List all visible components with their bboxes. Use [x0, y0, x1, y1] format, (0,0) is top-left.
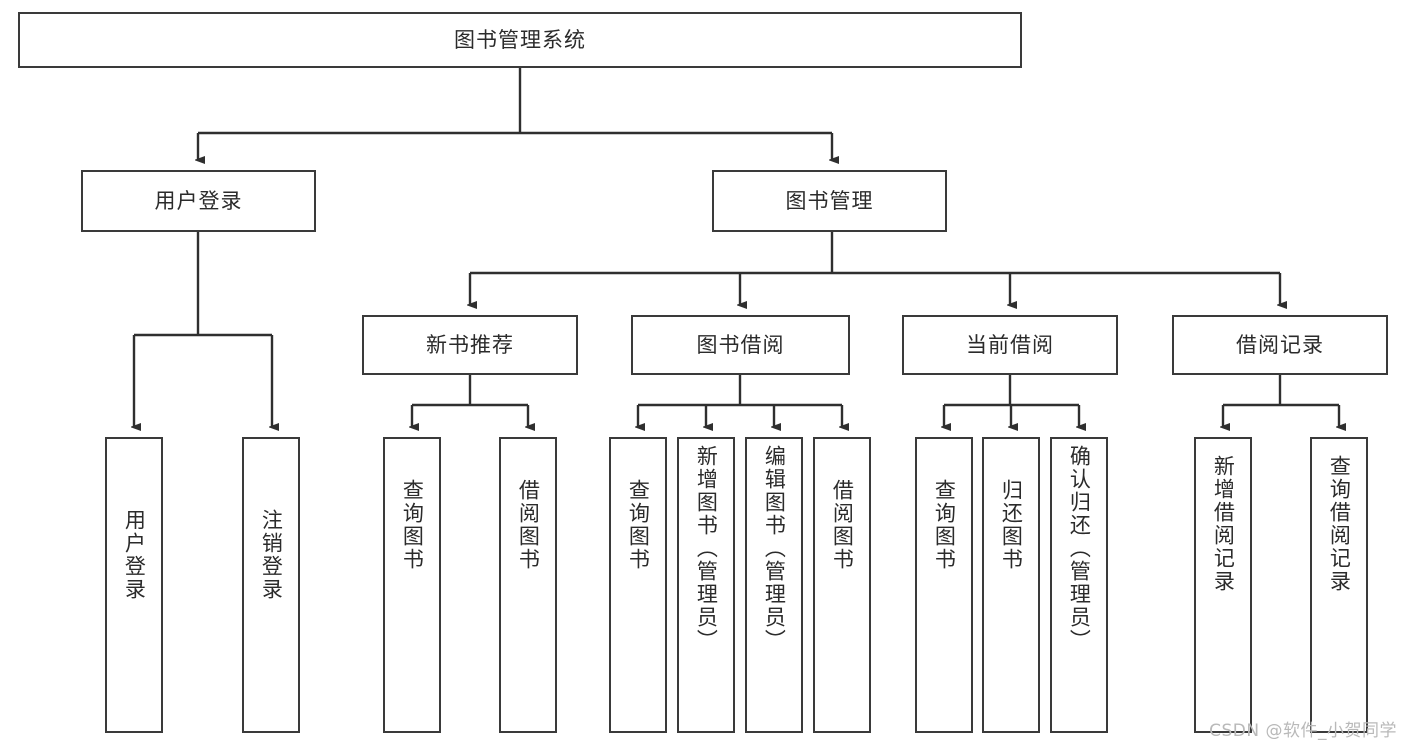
leaf-borrow-book-1[interactable]: 借阅图书 — [499, 437, 557, 733]
leaf-add-book-admin-label: 新增图书（管理员） — [694, 445, 719, 652]
leaf-add-borrow-record-label: 新增借阅记录 — [1211, 455, 1236, 593]
leaf-return-book-label: 归还图书 — [999, 479, 1024, 571]
leaf-query-book-3[interactable]: 查询图书 — [915, 437, 973, 733]
leaf-edit-book-admin-label: 编辑图书（管理员） — [762, 445, 787, 652]
node-new-book-recommend[interactable]: 新书推荐 — [362, 315, 578, 375]
leaf-query-book-3-label: 查询图书 — [932, 479, 957, 571]
leaf-user-login-label: 用户登录 — [122, 509, 147, 601]
leaf-query-book-1-label: 查询图书 — [400, 479, 425, 571]
leaf-borrow-book-2[interactable]: 借阅图书 — [813, 437, 871, 733]
leaf-add-book-admin[interactable]: 新增图书（管理员） — [677, 437, 735, 733]
node-current-borrow[interactable]: 当前借阅 — [902, 315, 1118, 375]
node-book-borrow-label: 图书借阅 — [696, 332, 785, 357]
node-user-login-label: 用户登录 — [154, 188, 243, 213]
node-root-label: 图书管理系统 — [454, 27, 586, 52]
leaf-add-borrow-record[interactable]: 新增借阅记录 — [1194, 437, 1252, 733]
leaf-query-book-2[interactable]: 查询图书 — [609, 437, 667, 733]
leaf-confirm-return-admin[interactable]: 确认归还（管理员） — [1050, 437, 1108, 733]
node-root[interactable]: 图书管理系统 — [18, 12, 1022, 68]
leaf-borrow-book-1-label: 借阅图书 — [516, 479, 541, 571]
node-book-manage-label: 图书管理 — [785, 188, 874, 213]
node-borrow-record[interactable]: 借阅记录 — [1172, 315, 1388, 375]
leaf-query-book-2-label: 查询图书 — [626, 479, 651, 571]
leaf-query-borrow-record[interactable]: 查询借阅记录 — [1310, 437, 1368, 733]
node-borrow-record-label: 借阅记录 — [1236, 332, 1324, 357]
node-current-borrow-label: 当前借阅 — [966, 332, 1054, 357]
node-new-book-recommend-label: 新书推荐 — [426, 332, 514, 357]
leaf-user-login[interactable]: 用户登录 — [105, 437, 163, 733]
node-book-borrow[interactable]: 图书借阅 — [631, 315, 850, 375]
node-user-login[interactable]: 用户登录 — [81, 170, 316, 232]
watermark: CSDN @软件_小贺同学 — [1209, 721, 1397, 741]
leaf-logout[interactable]: 注销登录 — [242, 437, 300, 733]
leaf-borrow-book-2-label: 借阅图书 — [830, 479, 855, 571]
leaf-logout-label: 注销登录 — [259, 509, 284, 601]
leaf-return-book[interactable]: 归还图书 — [982, 437, 1040, 733]
leaf-edit-book-admin[interactable]: 编辑图书（管理员） — [745, 437, 803, 733]
node-book-manage[interactable]: 图书管理 — [712, 170, 947, 232]
leaf-query-borrow-record-label: 查询借阅记录 — [1327, 455, 1352, 593]
leaf-query-book-1[interactable]: 查询图书 — [383, 437, 441, 733]
leaf-confirm-return-admin-label: 确认归还（管理员） — [1067, 445, 1092, 652]
